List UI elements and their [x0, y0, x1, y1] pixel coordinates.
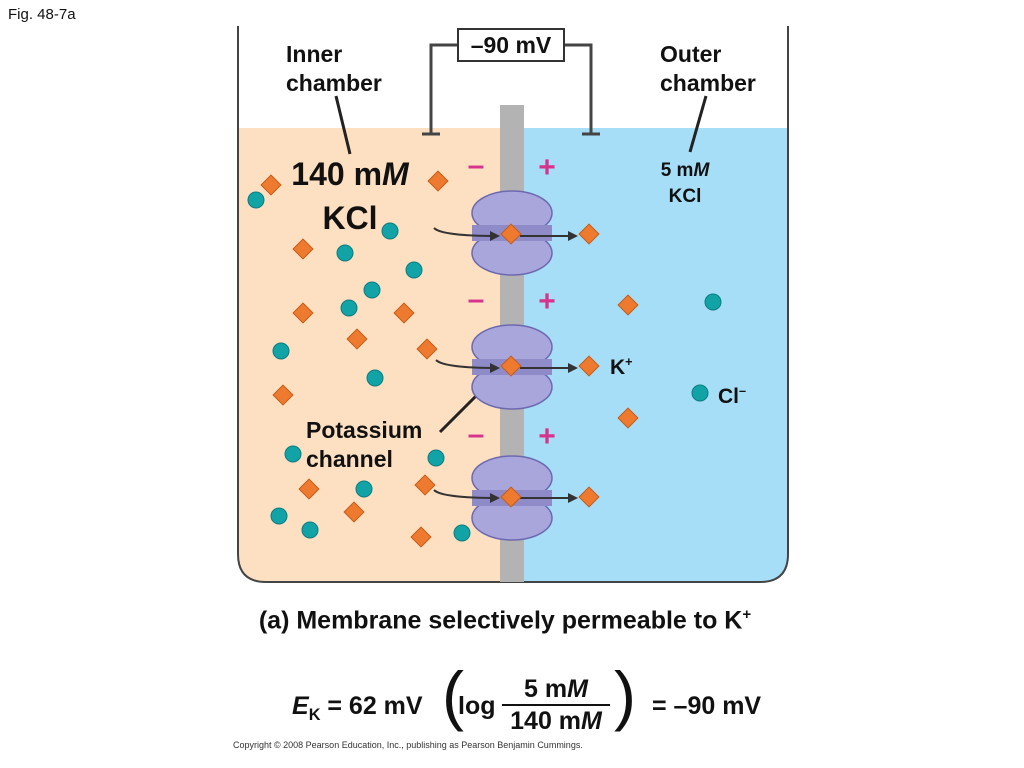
outer-chamber-label-line1: Outer — [660, 41, 722, 67]
outer-solute: KCl — [668, 186, 702, 207]
figure-caption: (a) Membrane selectively permeable to K+ — [200, 606, 810, 635]
equation-log: log — [458, 692, 496, 720]
chloride-charge: – — [739, 384, 747, 398]
potassium-ion — [578, 223, 600, 245]
potassium-ion — [500, 223, 522, 245]
potassium-ion — [393, 302, 415, 324]
potassium-ion — [260, 174, 282, 196]
caption-superscript: + — [742, 606, 752, 623]
chloride-ion — [272, 342, 290, 360]
open-parenthesis: ( — [442, 658, 464, 732]
fraction-denominator: 140 mM — [502, 704, 610, 736]
caption-text: (a) Membrane selectively permeable to K — [258, 606, 743, 635]
equation-result: = –90 mV — [652, 692, 762, 720]
potassium-ion — [578, 355, 600, 377]
potassium-ion — [292, 238, 314, 260]
chloride-ion — [363, 281, 381, 299]
copyright-notice: Copyright © 2008 Pearson Education, Inc.… — [233, 740, 583, 750]
potassium-charge: + — [625, 355, 633, 369]
negative-charge-sign: – — [468, 283, 485, 316]
outer-conc-value: 5 m — [660, 160, 694, 181]
chloride-ion — [704, 293, 722, 311]
ion-flow-arrow — [433, 227, 500, 241]
channel-label-line1: Potassium — [306, 417, 423, 443]
potassium-ion — [427, 170, 449, 192]
chloride-symbol: Cl — [718, 385, 739, 408]
close-parenthesis: ) — [614, 658, 636, 732]
chloride-ion — [453, 524, 471, 542]
outer-chamber-label: Outer chamber — [660, 40, 756, 98]
outer-conc-unit: M — [693, 160, 710, 181]
voltmeter-wire-left — [429, 43, 457, 134]
positive-charge-sign: + — [538, 285, 556, 318]
potassium-ion — [298, 478, 320, 500]
chloride-label: Cl– — [718, 384, 746, 409]
chloride-ion — [691, 384, 709, 402]
chloride-ion — [381, 222, 399, 240]
chloride-ion — [340, 299, 358, 317]
ion-flow-arrow — [435, 359, 500, 373]
outer-concentration: 5 mM KCl — [640, 158, 730, 210]
equation-lhs: EK = 62 mV — [292, 692, 423, 725]
potassium-ion — [416, 338, 438, 360]
figure-label: Fig. 48-7a — [8, 6, 76, 23]
inner-conc-unit: M — [382, 156, 409, 192]
potassium-ion — [500, 355, 522, 377]
chloride-ion — [247, 191, 265, 209]
potassium-label: K+ — [610, 355, 633, 380]
ion-flow-arrow — [433, 489, 500, 503]
chloride-ion — [301, 521, 319, 539]
outer-chamber-label-line2: chamber — [660, 70, 756, 96]
inner-conc-value: 140 m — [291, 156, 383, 192]
inner-solute: KCl — [322, 200, 378, 236]
potassium-ion — [414, 474, 436, 496]
potassium-ion — [272, 384, 294, 406]
negative-charge-sign: – — [468, 418, 485, 451]
potassium-ion — [292, 302, 314, 324]
negative-charge-sign: – — [468, 149, 485, 182]
potassium-ion — [578, 486, 600, 508]
positive-charge-sign: + — [538, 151, 556, 184]
inner-chamber-label-line2: chamber — [286, 70, 382, 96]
inner-chamber-label: Inner chamber — [286, 40, 382, 98]
inner-chamber-pointer — [334, 95, 352, 155]
voltmeter-wire-right — [565, 43, 593, 134]
chloride-ion — [405, 261, 423, 279]
potassium-ion — [617, 407, 639, 429]
channel-label-line2: channel — [306, 446, 393, 472]
chloride-ion — [366, 369, 384, 387]
potassium-channel-label: Potassium channel — [306, 416, 422, 474]
equation-coefficient: = 62 mV — [320, 692, 423, 720]
positive-charge-sign: + — [538, 420, 556, 453]
inner-chamber-label-line1: Inner — [286, 41, 343, 67]
potassium-ion — [410, 526, 432, 548]
chloride-ion — [270, 507, 288, 525]
equation-variable: E — [292, 692, 309, 720]
potassium-ion — [346, 328, 368, 350]
potassium-ion — [500, 486, 522, 508]
channel-pointer — [438, 390, 482, 434]
equation-subscript: K — [308, 706, 321, 724]
chloride-ion — [336, 244, 354, 262]
chloride-ion — [427, 449, 445, 467]
outer-chamber-pointer — [688, 95, 708, 153]
voltmeter-reading: –90 mV — [457, 28, 565, 62]
potassium-ion — [617, 294, 639, 316]
fraction-numerator: 5 mM — [524, 675, 588, 703]
nernst-equation: EK = 62 mV ( log 5 mM 140 mM ) = –90 mV — [292, 658, 792, 742]
potassium-symbol: K — [610, 356, 626, 379]
equation-fraction: 5 mM 140 mM — [502, 674, 610, 736]
inner-concentration: 140 mM KCl — [280, 152, 420, 240]
chloride-ion — [355, 480, 373, 498]
potassium-ion — [343, 501, 365, 523]
chloride-ion — [284, 445, 302, 463]
